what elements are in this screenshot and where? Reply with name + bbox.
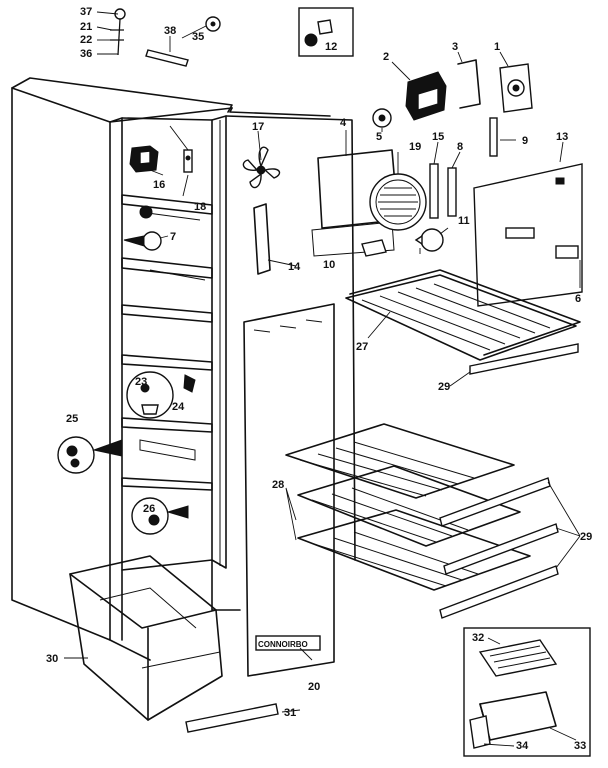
callout-26: 26	[143, 503, 155, 515]
fan-icon	[242, 146, 281, 189]
callout-36: 36	[80, 48, 92, 60]
freezer-sensor	[139, 205, 153, 219]
shelf-screw-7	[123, 231, 162, 251]
hinge-bracket-25	[57, 436, 123, 474]
wire-shelf-27	[345, 269, 581, 361]
callout-30: 30	[46, 653, 58, 665]
crisper-cover-13	[473, 163, 583, 307]
callout-38: 38	[164, 25, 176, 37]
callout-3: 3	[452, 41, 458, 53]
heater-8	[447, 167, 457, 217]
callout-5: 5	[376, 131, 382, 143]
callout-1: 1	[494, 41, 500, 53]
callout-23: 23	[135, 376, 147, 388]
callout-35: 35	[192, 31, 204, 43]
callout-29-right: 29	[580, 531, 592, 543]
callout-28: 28	[272, 479, 284, 491]
callout-numbers: 37 21 22 36 38 35 12 2 3 1 4 5 15 8 9 13…	[46, 6, 592, 752]
wire-shelf-28-top	[285, 423, 515, 499]
callout-16: 16	[153, 179, 165, 191]
fan-shroud-19	[369, 173, 427, 231]
thermostat-switch	[183, 149, 193, 173]
callout-10: 10	[323, 259, 335, 271]
control-housing-2	[405, 71, 447, 121]
callout-7: 7	[170, 231, 176, 243]
callout-21: 21	[80, 21, 92, 33]
ice-maker-kit-12	[298, 7, 354, 57]
callout-27: 27	[356, 341, 368, 353]
callout-9: 9	[522, 135, 528, 147]
bracket-14	[253, 203, 271, 275]
crisper-label-6	[555, 245, 579, 259]
strip-9	[489, 117, 498, 157]
callout-25: 25	[66, 413, 78, 425]
freezer-basket-30	[69, 555, 223, 721]
callout-22: 22	[80, 34, 92, 46]
callout-19: 19	[409, 141, 421, 153]
hinge-pin-26	[131, 497, 189, 535]
grommet-35	[205, 16, 221, 32]
cabinet-body	[11, 77, 356, 661]
inset-ice-tray-box	[463, 627, 591, 757]
thermostat-knob-icon	[126, 371, 196, 419]
light-socket-10	[361, 239, 387, 257]
defrost-timer	[129, 145, 159, 173]
heater-15	[429, 163, 439, 219]
callout-14: 14	[288, 261, 301, 273]
callout-33: 33	[574, 740, 586, 752]
callout-13: 13	[556, 131, 568, 143]
callout-6: 6	[575, 293, 581, 305]
shelf-supports-29	[439, 477, 559, 619]
callout-37: 37	[80, 6, 92, 18]
light-bulb-icon	[414, 228, 444, 252]
callout-17: 17	[252, 121, 264, 133]
callout-11: 11	[458, 215, 470, 227]
bracket-3	[457, 59, 481, 109]
callout-8: 8	[457, 141, 463, 153]
callout-20: 20	[308, 681, 320, 693]
basket-rail-31	[185, 703, 279, 733]
callout-34: 34	[516, 740, 529, 752]
light-lens-1	[499, 63, 533, 113]
callout-32: 32	[472, 632, 484, 644]
light-switch-5	[372, 108, 392, 128]
wire-shelf-28-middle	[297, 465, 521, 547]
callout-29-upper: 29	[438, 381, 450, 393]
callout-15: 15	[432, 131, 444, 143]
leader-lines	[64, 11, 581, 747]
callout-4: 4	[340, 117, 347, 129]
shelf-support-29a	[469, 343, 579, 375]
screw-icon	[145, 49, 189, 67]
hinge-assembly-37	[110, 8, 126, 56]
callout-31: 31	[284, 707, 296, 719]
callout-24: 24	[172, 401, 185, 413]
nameplate-text: CONNOIRBO	[258, 640, 308, 649]
callout-12: 12	[325, 41, 337, 53]
door-panel-20: CONNOIRBO	[243, 303, 335, 677]
callout-18: 18	[194, 201, 206, 213]
callout-2: 2	[383, 51, 389, 63]
